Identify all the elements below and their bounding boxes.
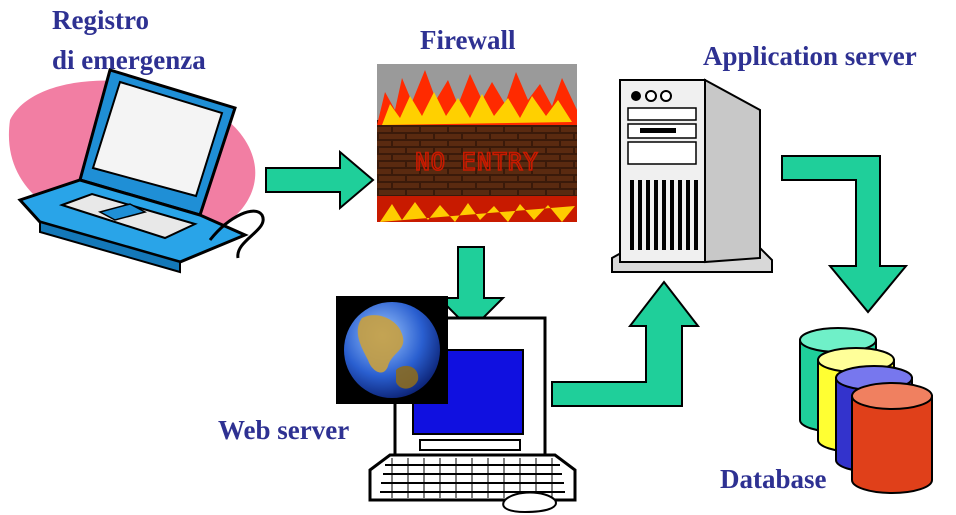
database-cylinders-icon bbox=[799, 327, 933, 494]
web-server-label: Web server bbox=[218, 415, 350, 445]
registry-label-line2: di emergenza bbox=[52, 45, 206, 75]
app-server-label: Application server bbox=[703, 41, 917, 71]
arrow-firewall-to-webserver bbox=[436, 246, 506, 332]
arrow-laptop-to-firewall bbox=[265, 149, 375, 211]
laptop-icon bbox=[8, 68, 265, 274]
server-tower-icon bbox=[611, 78, 773, 273]
registry-label-line1: Registro bbox=[52, 5, 149, 35]
arrow-appserver-to-database bbox=[781, 155, 909, 314]
firewall-icon: NO ENTRY bbox=[377, 64, 577, 222]
globe-icon bbox=[336, 296, 448, 404]
arrow-webserver-to-appserver bbox=[551, 280, 701, 407]
firewall-label: Firewall bbox=[420, 25, 516, 55]
database-label: Database bbox=[720, 464, 827, 494]
no-entry-sign: NO ENTRY bbox=[415, 148, 539, 176]
